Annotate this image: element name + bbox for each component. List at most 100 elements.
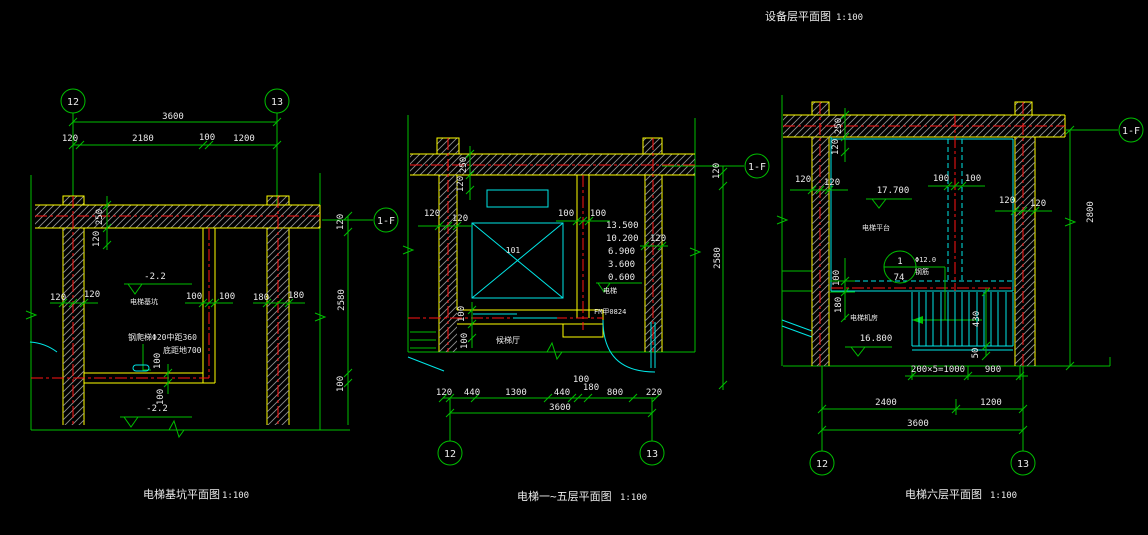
six-shaft <box>830 115 1015 292</box>
flr-right-dims <box>718 166 728 390</box>
pit-slab100b: 100 <box>156 389 166 405</box>
sixth-floor-plan: 250 120 120 120 100 100 120 120 17.700 电… <box>776 95 1144 501</box>
flr-door <box>602 319 656 373</box>
flr-grid-12: 12 <box>444 449 456 460</box>
six-grid-bubble-13 <box>1010 450 1036 476</box>
floor-plan: 250 120 101 13.500 10.200 6.900 3.600 0.… <box>402 115 770 503</box>
flr-level-4: 3.600 <box>608 260 635 270</box>
pit-slab-dims <box>163 364 173 394</box>
flr-door-label: FM甲0824 <box>594 308 626 316</box>
six-stair-row1: 200×5=1000 <box>911 365 965 375</box>
six-rw2: 120 <box>1030 199 1046 209</box>
pit-mw1: 100 <box>186 292 202 302</box>
flr-mw1: 100 <box>558 209 574 219</box>
flr-car-label: 101 <box>506 246 521 255</box>
pit-plan: 12 13 1-F 3600 120 2180 100 1200 <box>25 88 399 501</box>
six-row2b: 1200 <box>980 398 1002 408</box>
pit-level-bottom: -2.2 <box>146 404 168 414</box>
six-row2a: 2400 <box>875 398 897 408</box>
flr-b2: 440 <box>464 388 480 398</box>
equipment-plan-scale: 1:100 <box>836 13 863 23</box>
six-title: 电梯六层平面图 <box>905 488 982 501</box>
six-grid-12: 12 <box>816 459 828 470</box>
pit-lw1: 120 <box>50 293 66 303</box>
pit-band-dim <box>102 196 112 250</box>
grid-bubble-1F-right <box>1118 117 1144 143</box>
pit-level-top: -2.2 <box>144 272 166 282</box>
six-mw1: 100 <box>933 174 949 184</box>
pit-rv1: 120 <box>336 214 346 230</box>
flr-lb1: 100 <box>457 306 467 322</box>
flr-small-dims <box>418 216 668 348</box>
six-lw1: 120 <box>795 175 811 185</box>
six-level-marker-floor <box>845 346 892 357</box>
flr-lb2: 100 <box>460 333 470 349</box>
six-dim-120v: 120 <box>831 139 841 155</box>
pit-ladder-symbol <box>132 364 150 372</box>
grid-label-1F: 1-F <box>377 216 395 227</box>
pit-lw2: 120 <box>84 290 100 300</box>
flr-bottom-dims <box>437 393 665 466</box>
six-boundary <box>776 95 1111 367</box>
flr-lw2: 120 <box>452 214 468 224</box>
flr-rv2: 2580 <box>713 247 723 269</box>
flr-shaft-label: 电梯 <box>603 286 617 295</box>
six-detail-sheet: 74 <box>894 273 905 283</box>
six-stair-row2: 900 <box>985 365 1001 375</box>
six-lv2: 180 <box>834 297 844 313</box>
grid-bubble-12 <box>60 88 86 114</box>
pit-dim-100: 100 <box>199 133 215 143</box>
pit-title: 电梯基坑平面图 <box>143 487 220 501</box>
flr-b8: 220 <box>646 388 662 398</box>
six-right-dim <box>1064 125 1077 371</box>
pit-top-dims <box>68 117 282 150</box>
six-detail-bubble <box>883 250 982 324</box>
six-stair-dims <box>981 287 991 361</box>
pit-adjacent-door-arc <box>29 341 58 353</box>
pit-dim-2180: 2180 <box>132 134 154 144</box>
grid-bubble-13 <box>264 88 290 114</box>
flr-elevator-car <box>471 189 564 319</box>
pit-room-label: 电梯基坑 <box>130 297 158 306</box>
flr-rv1: 120 <box>712 163 722 179</box>
pit-level-marker-bottom <box>120 416 192 428</box>
pit-leader <box>142 344 151 371</box>
six-adjacent-stair <box>781 319 813 338</box>
six-grid-13: 13 <box>1017 459 1029 470</box>
pit-walls <box>31 195 321 425</box>
grid-bubble-1F <box>373 207 399 233</box>
six-lw2: 120 <box>824 178 840 188</box>
flr-grid-1F <box>662 153 770 179</box>
pit-right-dims <box>343 211 353 425</box>
flr-counterweight <box>486 189 549 208</box>
pit-ladder-note2: 底距地700 <box>163 345 202 355</box>
grid-label-12: 12 <box>67 97 79 108</box>
six-total: 3600 <box>907 419 929 429</box>
pit-slab100a: 100 <box>153 353 163 369</box>
flr-level-marker <box>596 282 642 293</box>
six-stair-430: 430 <box>972 311 982 327</box>
flr-mw2: 100 <box>590 209 606 219</box>
pit-dim-120: 120 <box>62 134 78 144</box>
six-grid-bubble-12 <box>809 450 835 476</box>
flr-dim-120v: 120 <box>456 176 466 192</box>
pit-dim-3600: 3600 <box>162 112 184 122</box>
flr-lw1: 120 <box>424 209 440 219</box>
flr-b7: 800 <box>607 388 623 398</box>
six-rebar-note2: 钢筋 <box>915 267 929 276</box>
pit-mw2: 100 <box>219 292 235 302</box>
six-rv-2800: 2800 <box>1086 201 1096 223</box>
pit-dim-1200: 1200 <box>233 134 255 144</box>
flr-grid-1F-label: 1-F <box>748 162 766 173</box>
six-bottom-dims <box>809 366 1036 476</box>
six-lv1: 100 <box>832 270 842 286</box>
six-level-marker-platform <box>866 198 912 209</box>
flr-rwall: 120 <box>650 234 666 244</box>
six-scale: 1:100 <box>990 491 1017 501</box>
pit-rv3: 100 <box>336 376 346 392</box>
flr-walls <box>408 137 695 352</box>
six-level-floor: 16.800 <box>860 334 893 344</box>
six-dim-250: 250 <box>834 118 844 134</box>
